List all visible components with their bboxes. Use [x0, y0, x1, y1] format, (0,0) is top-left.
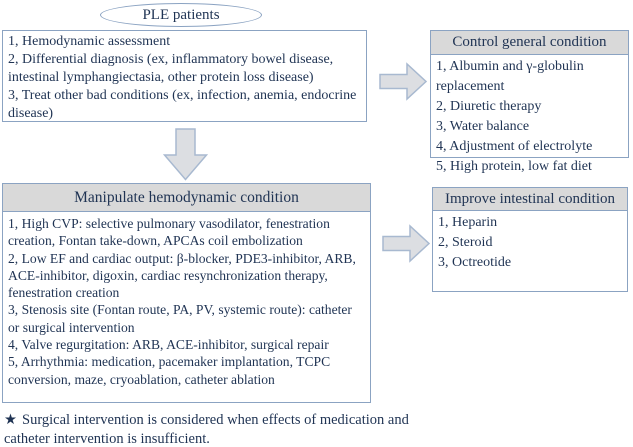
start-node-label: PLE patients: [142, 6, 220, 23]
list-item: 5, High protein, low fat diet: [436, 159, 592, 174]
footnote-text: Surgical intervention is considered when…: [4, 412, 409, 447]
list-item: 2, Steroid: [438, 235, 493, 250]
list-item: 4, Adjustment of electrolyte: [436, 139, 593, 154]
list-item: 3, Treat other bad conditions (ex, infec…: [8, 88, 357, 121]
manipulate-box-list: 1, High CVP: selective pulmonary vasodil…: [3, 212, 370, 391]
control-box: Control general condition 1, Albumin and…: [430, 30, 629, 174]
star-icon: ★: [4, 412, 17, 428]
list-item: 3, Water balance: [436, 119, 530, 134]
list-item: 1, High CVP: selective pulmonary vasodil…: [8, 216, 330, 249]
footnote: ★Surgical intervention is considered whe…: [4, 411, 444, 447]
control-box-title: Control general condition: [431, 31, 628, 55]
arrow-right-icon: [382, 224, 431, 263]
manipulate-box: Manipulate hemodynamic condition 1, High…: [2, 183, 371, 403]
list-item: 1, Hemodynamic assessment: [8, 34, 171, 49]
improve-box: Improve intestinal condition 1, Heparin 2…: [432, 187, 628, 292]
list-item: 2, Low EF and cardiac output: β-blocker,…: [8, 250, 356, 301]
list-item: 1, Heparin: [438, 215, 498, 230]
improve-box-title: Improve intestinal condition: [433, 188, 627, 211]
list-item: 2, Diuretic therapy: [436, 99, 542, 114]
list-item: 5, Arrhythmia: medication, pacemaker imp…: [8, 354, 331, 387]
list-item: 4, Valve regurgitation: ARB, ACE-inhibit…: [8, 337, 329, 353]
arrow-down-icon: [163, 128, 208, 181]
list-item: 2, Differential diagnosis (ex, inflammat…: [8, 52, 334, 85]
list-item: 1, Albumin and γ-globulin replacement: [436, 59, 584, 94]
arrow-right-icon: [379, 62, 428, 101]
improve-box-list: 1, Heparin 2, Steroid 3, Octreotide: [433, 211, 627, 275]
manipulate-box-title: Manipulate hemodynamic condition: [3, 184, 370, 212]
assessment-box: 1, Hemodynamic assessment 2, Differential…: [2, 30, 367, 122]
list-item: 3, Stenosis site (Fontan route, PA, PV, …: [8, 302, 352, 335]
assessment-box-list: 1, Hemodynamic assessment 2, Differential…: [3, 31, 366, 125]
control-box-list: 1, Albumin and γ-globulin replacement 2, …: [431, 55, 628, 179]
list-item: 3, Octreotide: [438, 255, 512, 270]
start-node: PLE patients: [100, 3, 262, 27]
